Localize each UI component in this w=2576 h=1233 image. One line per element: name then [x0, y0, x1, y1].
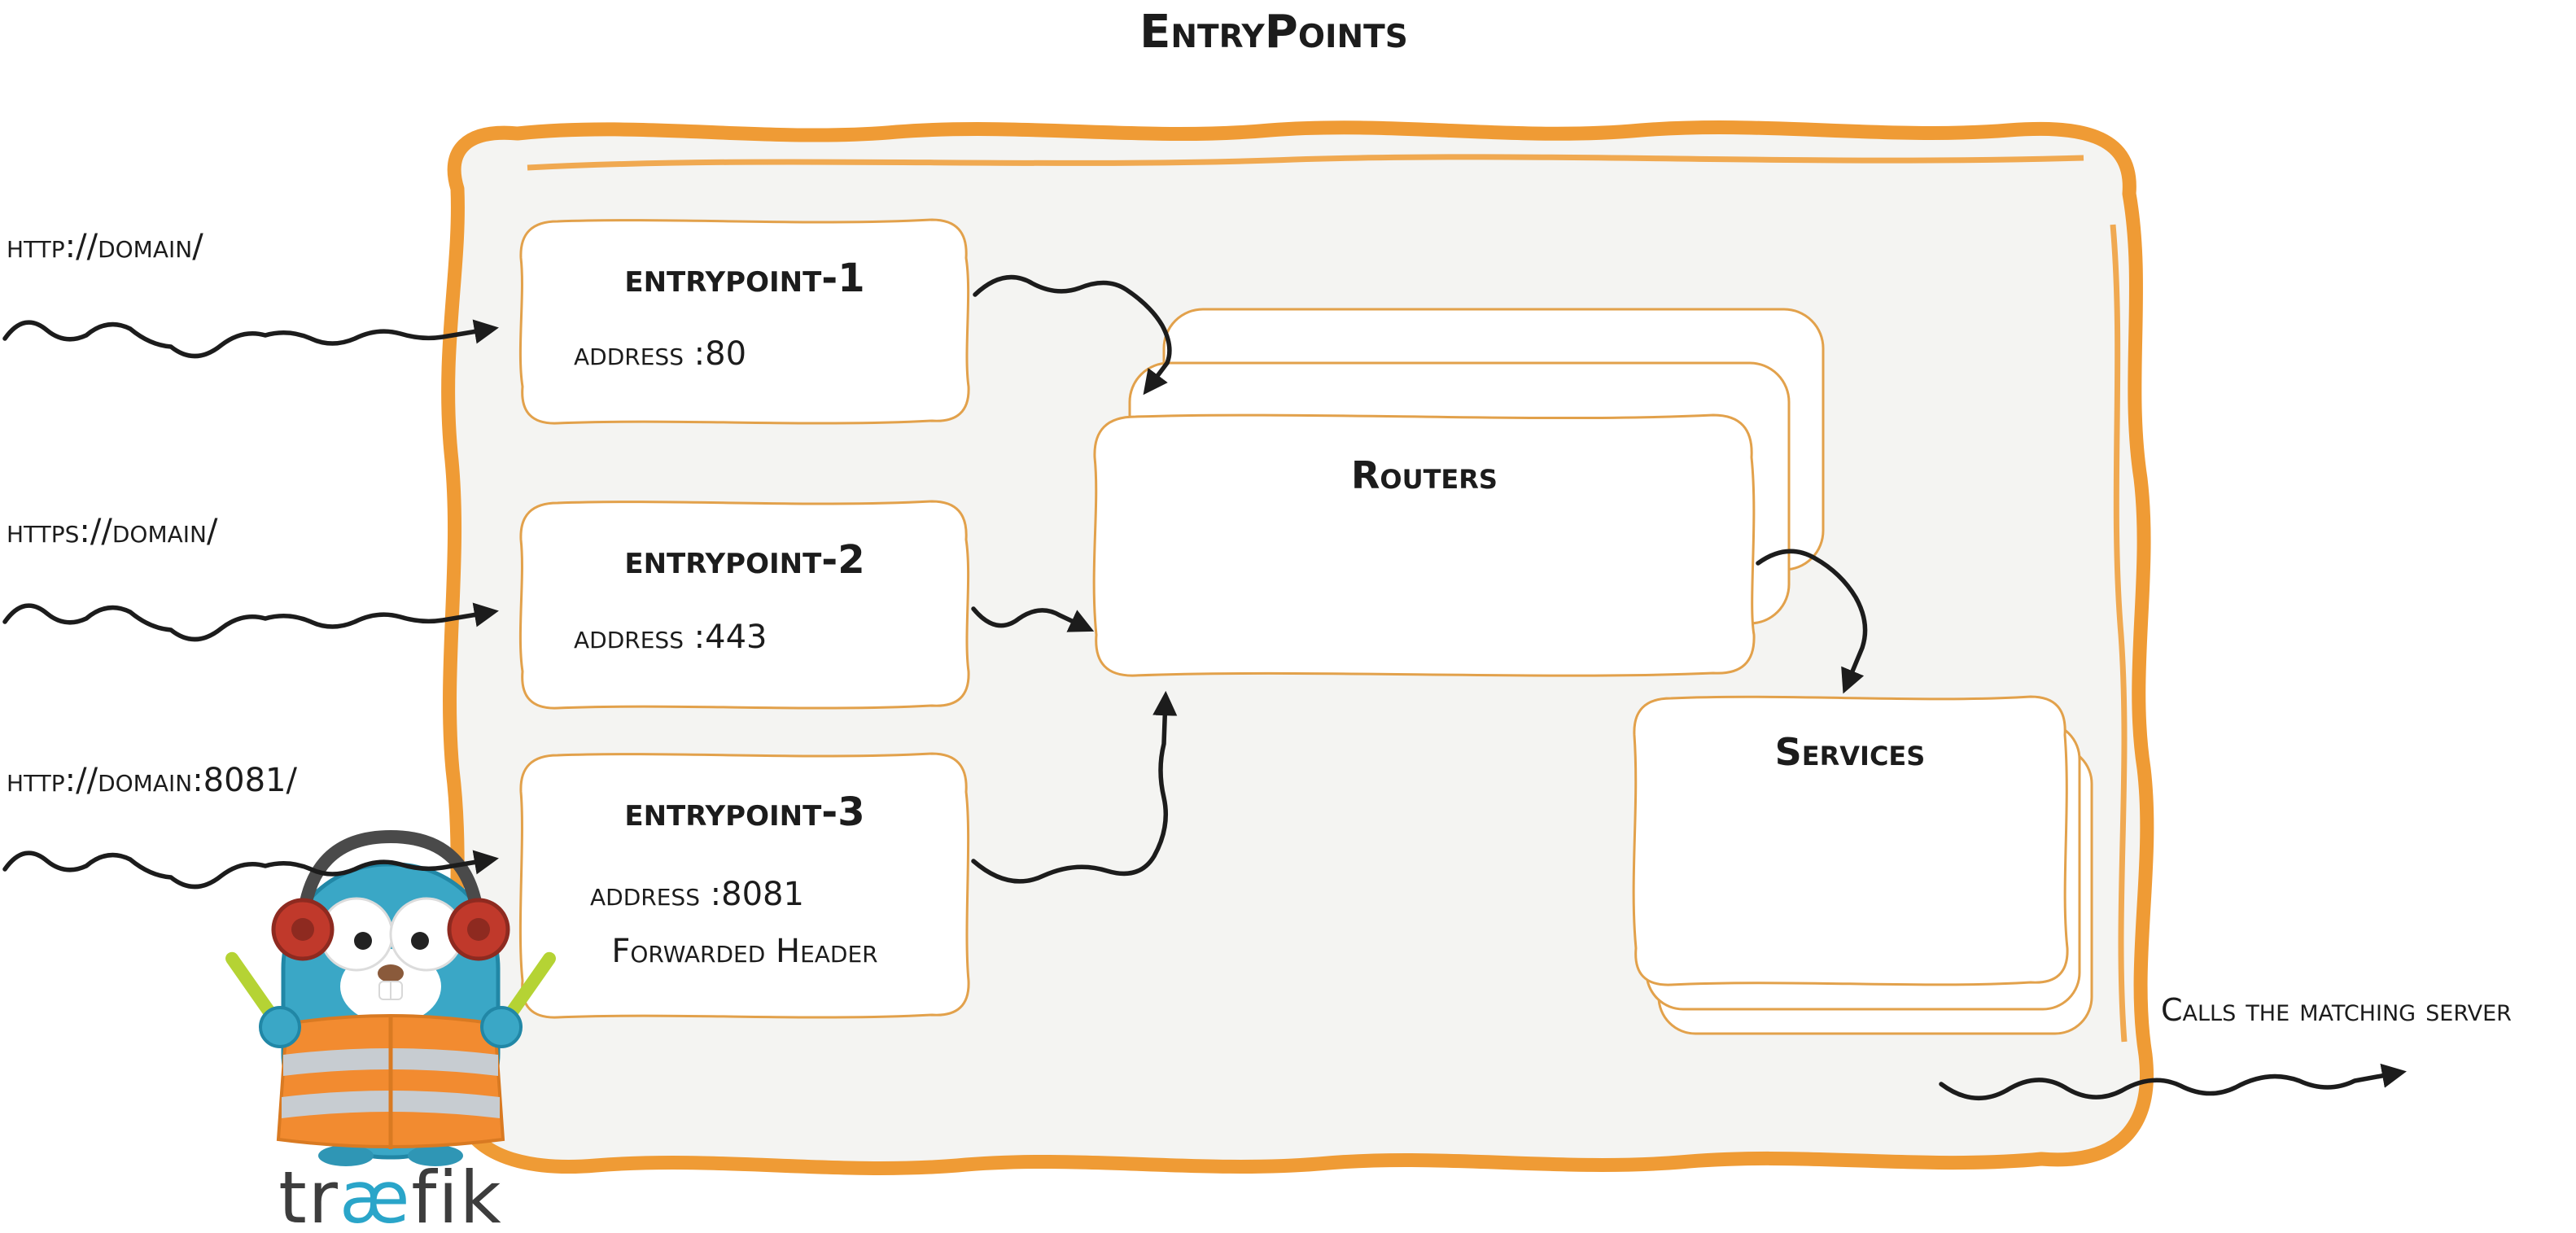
entrypoint-2-outline — [518, 500, 970, 710]
entrypoint-2-name: entrypoint-2 — [624, 537, 864, 583]
entrypoint-1-name: entrypoint-1 — [624, 256, 864, 301]
services-label: Services — [1775, 730, 1926, 774]
incoming-request-2-label: https://domain/ — [7, 513, 218, 550]
incoming-arrow-1 — [2, 319, 499, 359]
diagram-title: EntryPoints — [1139, 6, 1408, 59]
entrypoint-2-address: address :443 — [574, 619, 768, 656]
entrypoint-3-extra: Forwarded Header — [611, 933, 877, 970]
entrypoint-1-address: address :80 — [574, 335, 746, 373]
traefik-wordmark: træfik — [278, 1156, 503, 1233]
routers-box-front — [1092, 413, 1756, 677]
gopher-earmuff-left-center — [291, 918, 314, 941]
routers-label: Routers — [1351, 453, 1498, 497]
gopher-foot-right — [408, 1145, 463, 1166]
gopher-headphone-band — [296, 829, 485, 931]
arrow-entrypoint3-to-routers — [971, 690, 1178, 884]
wordmark-post: fik — [411, 1156, 502, 1233]
gopher-hand-left — [259, 1006, 301, 1048]
entrypoint-2-box: entrypoint-2 address :443 — [518, 500, 970, 710]
entrypoint-3-address: address :8081 — [590, 876, 804, 913]
outgoing-call: Calls the matching server — [1939, 992, 2512, 1101]
incoming-request-1-label: http://domain/ — [7, 228, 203, 265]
entrypoint-3-name: entrypoint-3 — [624, 789, 864, 835]
incoming-arrow-2 — [2, 602, 499, 642]
gopher-pupil-left — [354, 932, 372, 950]
wordmark-pre: tr — [278, 1156, 339, 1233]
entrypoint-3-box: entrypoint-3 address :8081 Forwarded Hea… — [518, 752, 970, 1019]
incoming-request-1: http://domain/ — [2, 228, 499, 359]
traefik-gopher-logo — [225, 829, 556, 1166]
wordmark-ligature: æ — [339, 1156, 411, 1233]
arrow-routers-to-services — [1756, 549, 1868, 694]
container-brush-stroke-top — [527, 154, 2084, 171]
gopher-nose — [378, 964, 404, 982]
gopher-pupil-right — [411, 932, 429, 950]
gopher-hand-right — [480, 1006, 523, 1048]
incoming-request-3-label: http://domain:8081/ — [7, 762, 297, 799]
outgoing-label: Calls the matching server — [2161, 992, 2512, 1028]
arrow-entrypoint1-to-routers — [973, 274, 1172, 396]
entrypoint-1-box: entrypoint-1 address :80 — [518, 218, 970, 425]
incoming-request-2: https://domain/ — [2, 513, 499, 642]
gopher-foot-left — [318, 1145, 374, 1166]
incoming-request-3: http://domain:8081/ — [2, 762, 499, 890]
routers-stack: Routers — [1092, 308, 1825, 677]
entrypoint-3-outline — [518, 752, 970, 1019]
services-stack: Services — [1632, 695, 2093, 1035]
entrypoint-1-outline — [518, 218, 970, 425]
container-brush-stroke-right — [2110, 224, 2128, 1043]
incoming-arrow-3 — [2, 850, 499, 890]
outgoing-arrow — [1939, 1063, 2407, 1101]
gopher-earmuff-right-center — [467, 918, 490, 941]
services-box-front — [1632, 695, 2069, 986]
arrow-entrypoint2-to-routers — [971, 606, 1095, 632]
